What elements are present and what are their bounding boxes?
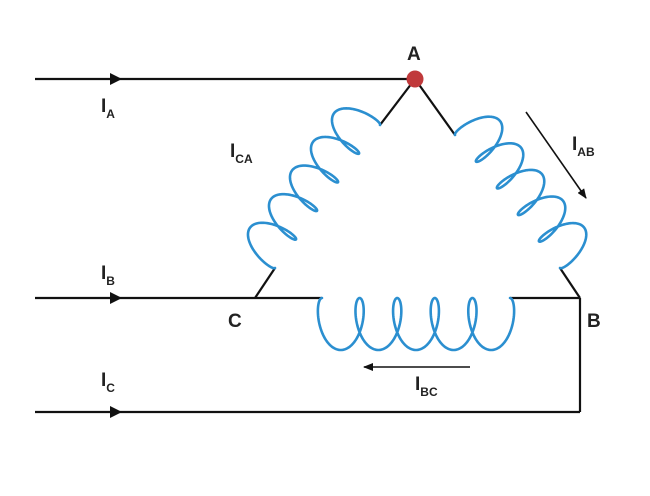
input-arrows: [110, 73, 122, 418]
ibc-main: I: [415, 374, 420, 395]
iab-direction-arrow: [525, 111, 587, 199]
ia-label: IA: [101, 96, 115, 121]
node-b-label: B: [587, 311, 601, 332]
node-a-label: A: [407, 44, 421, 65]
coils: [246, 107, 588, 352]
coil-ca: [246, 107, 382, 270]
ca-bottom-lead: [254, 267, 276, 299]
iab-subscript: AB: [577, 145, 595, 159]
ia-subscript: A: [106, 107, 115, 121]
ibc-subscript: BC: [420, 385, 438, 399]
iab-main: I: [572, 134, 577, 155]
ca-top-lead: [379, 78, 416, 126]
ibc-label: IBC: [415, 374, 438, 399]
ab-bottom-lead: [559, 267, 581, 299]
node-c-label: C: [228, 311, 242, 332]
ia-main: I: [101, 96, 106, 117]
ib-main: I: [101, 263, 106, 284]
ic-arrow-icon: [110, 406, 122, 418]
ic-subscript: C: [106, 381, 115, 395]
wires: [35, 77, 582, 414]
ica-subscript: CA: [235, 152, 253, 166]
iab-label: IAB: [572, 134, 595, 159]
ab-top-lead: [414, 78, 456, 136]
ib-arrow-icon: [110, 292, 122, 304]
ib-subscript: B: [106, 274, 115, 288]
node-a-dot: [406, 70, 424, 88]
ia-arrow-icon: [110, 73, 122, 85]
ic-label: IC: [101, 370, 115, 395]
ica-main: I: [230, 141, 235, 162]
ica-label: ICA: [230, 141, 253, 166]
coil-ab: [453, 115, 588, 270]
coil-bc: [316, 296, 516, 352]
ic-main: I: [101, 370, 106, 391]
ib-label: IB: [101, 263, 115, 288]
